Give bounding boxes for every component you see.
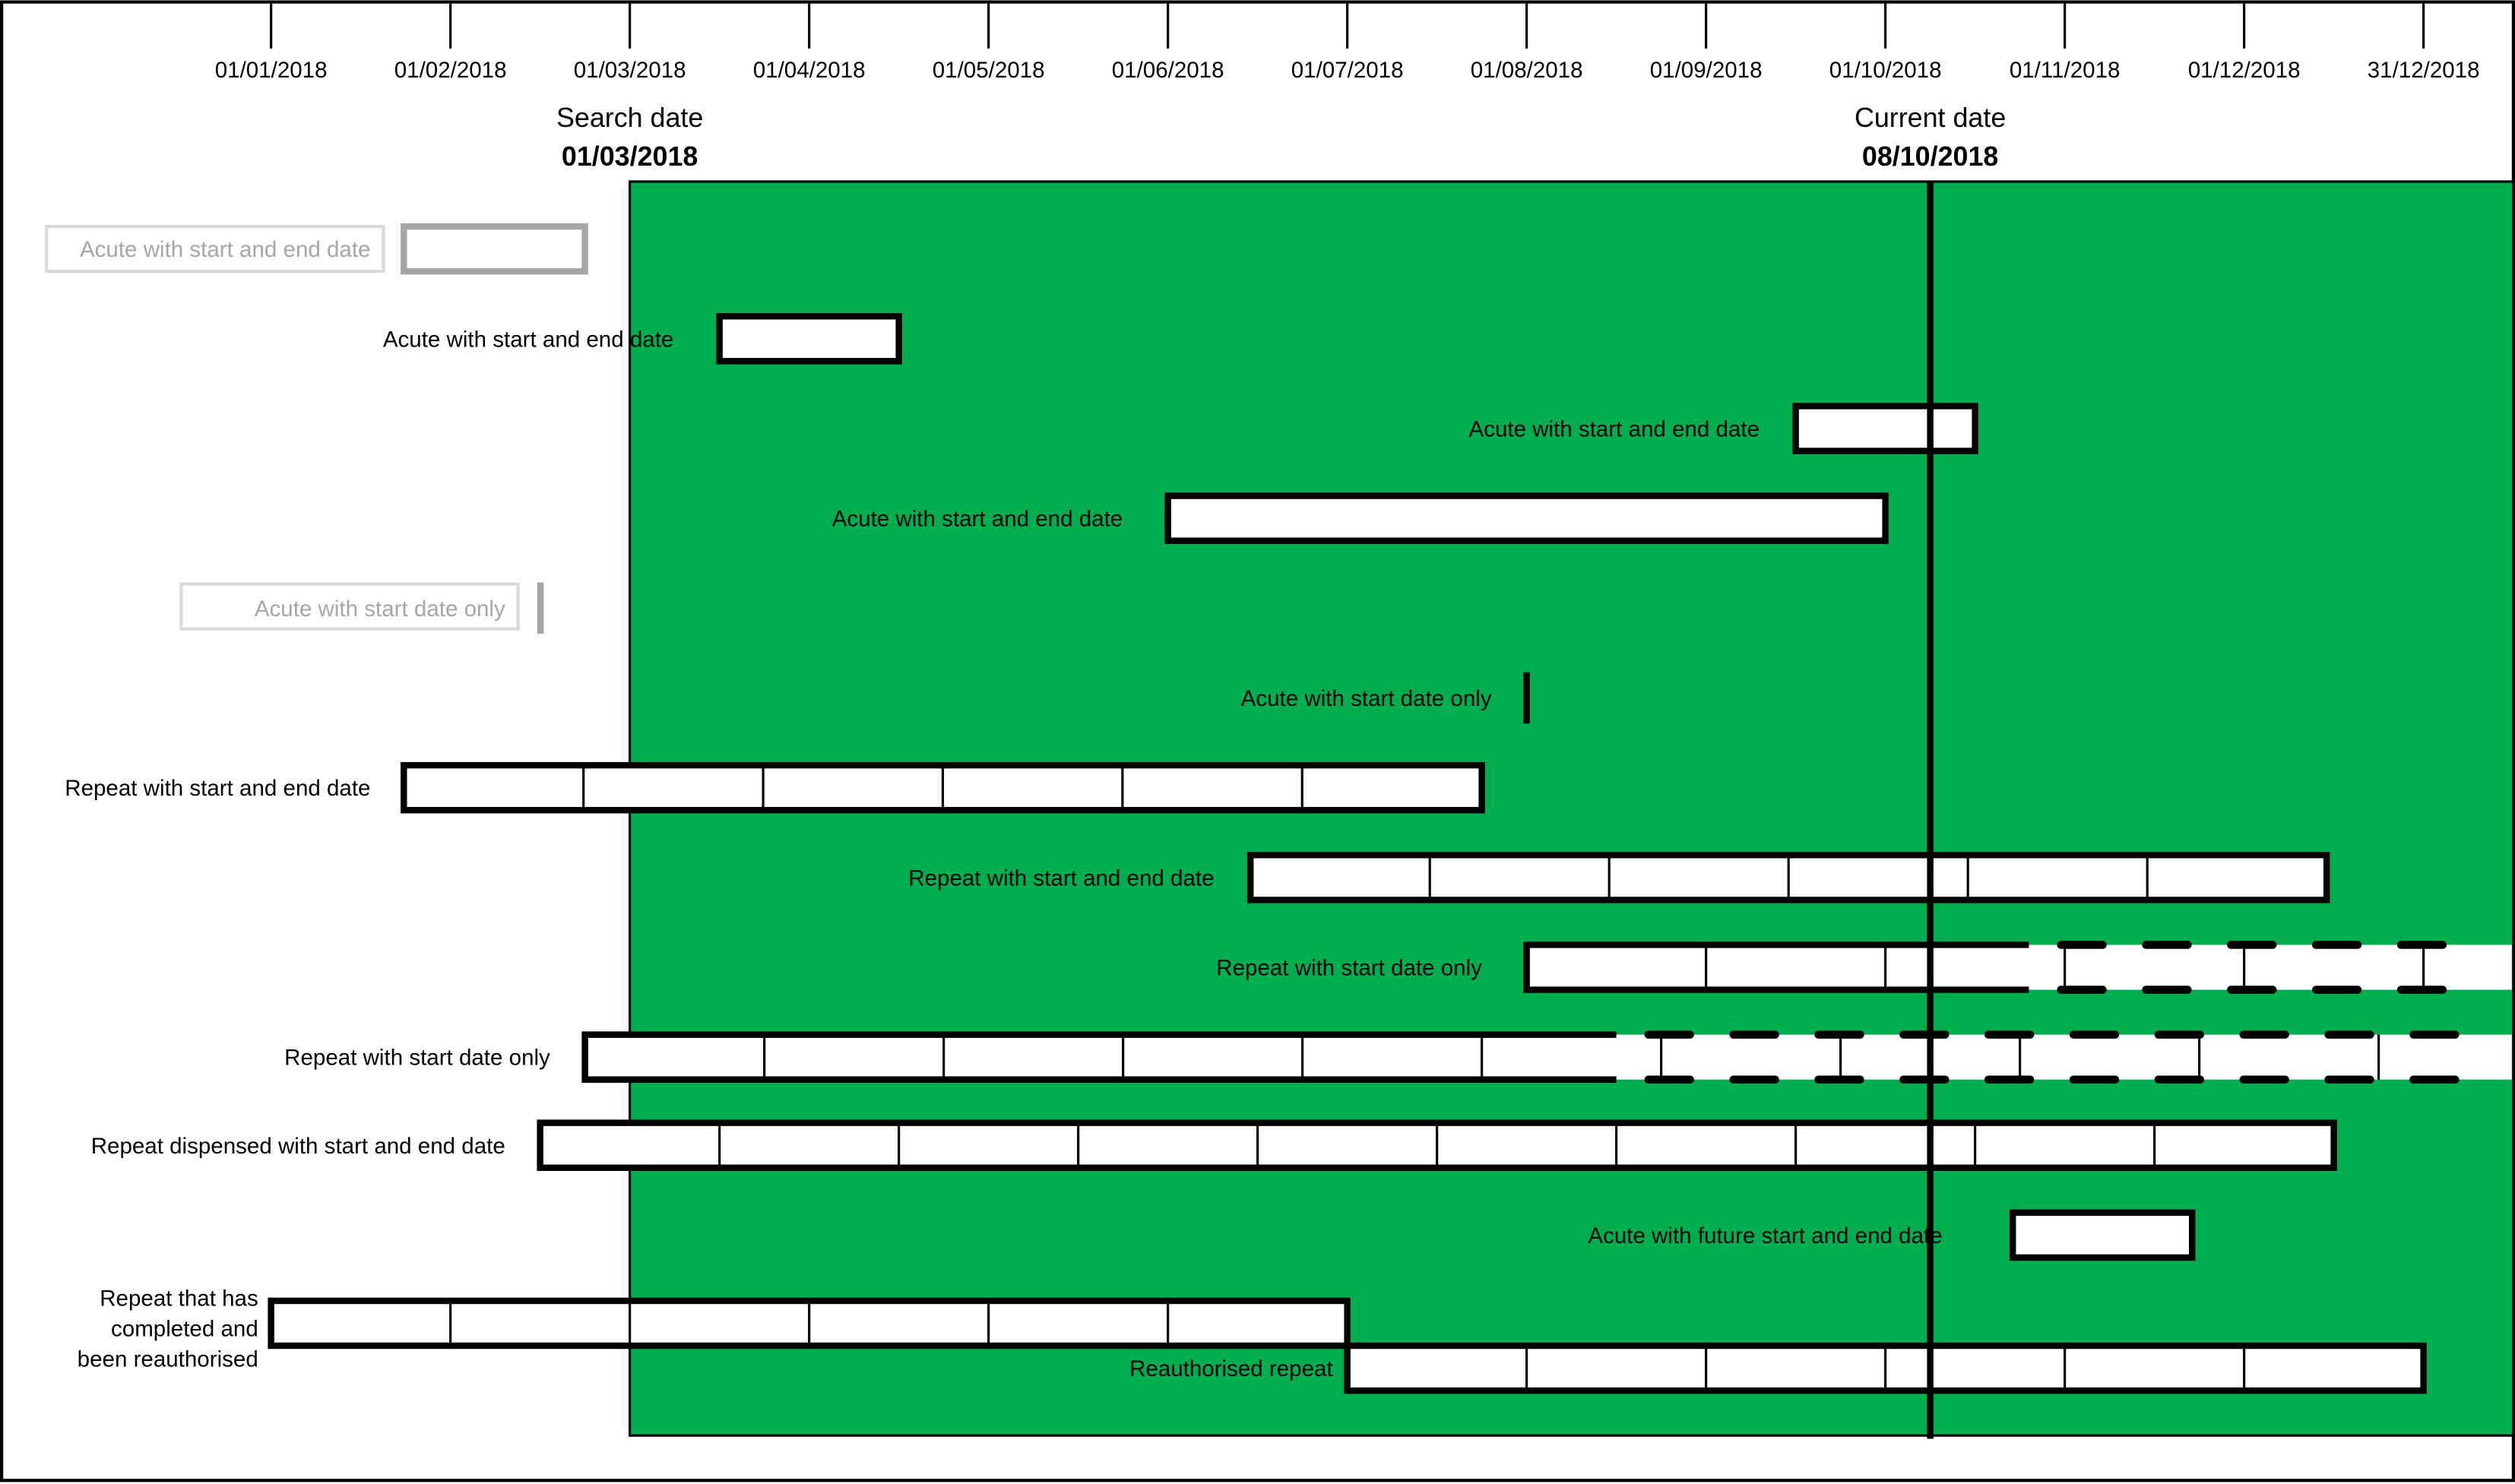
timeline-row: Acute with start date only bbox=[1241, 672, 1530, 724]
timeline-row: Repeat with start date only bbox=[284, 1030, 2512, 1084]
timeline-row: Repeat dispensed with start and end date bbox=[91, 1119, 2337, 1172]
row-label: Acute with start and end date bbox=[383, 327, 674, 352]
timeline-row: Acute with future start and end date bbox=[1588, 1209, 2196, 1261]
bar-solid-outline bbox=[581, 1031, 1617, 1083]
search-date-value: 01/03/2018 bbox=[562, 141, 698, 172]
axis-tick-label: 01/02/2018 bbox=[394, 58, 507, 83]
axis-tick-label: 01/07/2018 bbox=[1291, 58, 1404, 83]
medication-bar bbox=[2009, 1209, 2196, 1261]
bar-solid-outline bbox=[1523, 941, 2029, 993]
bar-fill bbox=[584, 1034, 2512, 1080]
bar-dashed-outline bbox=[1644, 1030, 2476, 1084]
legend-label: Acute with start date only bbox=[255, 596, 505, 622]
row-label: Acute with start and end date bbox=[832, 507, 1123, 532]
bar-dashed-outline bbox=[2057, 941, 2476, 994]
timeline-row: Repeat with start and end date bbox=[908, 852, 2330, 903]
axis-tick-label: 01/08/2018 bbox=[1471, 58, 1583, 83]
axis-tick-label: 01/09/2018 bbox=[1650, 58, 1763, 83]
legend-label: Acute with start and end date bbox=[80, 237, 371, 262]
row-label: Acute with future start and end date bbox=[1588, 1223, 1942, 1248]
current-date-value: 08/10/2018 bbox=[1862, 141, 1998, 172]
timeline-row: Repeat that has completed and been reautho… bbox=[78, 1286, 1351, 1372]
row-label: Repeat that has bbox=[100, 1286, 258, 1311]
row-label: Reauthorised repeat bbox=[1129, 1356, 1333, 1381]
row-label: Repeat with start date only bbox=[284, 1046, 550, 1071]
current-date-title: Current date bbox=[1855, 103, 2006, 133]
row-label: Repeat with start and end date bbox=[908, 865, 1214, 891]
search-date-title: Search date bbox=[556, 103, 703, 133]
legend-label-box bbox=[45, 224, 385, 274]
axis-tick-label: 01/03/2018 bbox=[574, 58, 686, 83]
row-label: Acute with start and end date bbox=[1469, 416, 1760, 441]
axis-tick-label: 01/06/2018 bbox=[1112, 58, 1224, 83]
legend-acute-bar bbox=[401, 223, 588, 275]
bar-fill bbox=[1526, 945, 2512, 990]
axis-tick-label: 01/10/2018 bbox=[1829, 58, 1942, 83]
row-label: Acute with start date only bbox=[1241, 686, 1492, 711]
legend-label-box bbox=[179, 582, 520, 631]
axis-tick-label: 01/11/2018 bbox=[2010, 58, 2121, 83]
row-label: completed and bbox=[111, 1316, 258, 1341]
timeline-row: Repeat with start date only bbox=[1216, 941, 2512, 994]
timeline-row: Acute with start and end date bbox=[1469, 403, 1978, 454]
row-label: been reauthorised bbox=[78, 1346, 258, 1372]
axis-tick-label: 31/12/2018 bbox=[2368, 58, 2480, 83]
timeline-row: Acute with start and end date bbox=[832, 492, 1889, 544]
axis-tick-label: 01/04/2018 bbox=[753, 58, 866, 83]
row-label: Repeat with start date only bbox=[1216, 956, 1482, 981]
timeline-row: Reauthorised repeat bbox=[1129, 1342, 2427, 1394]
medication-bar bbox=[716, 312, 902, 365]
axis-tick-label: 01/12/2018 bbox=[2188, 58, 2301, 83]
timeline-row: Acute with start and end date bbox=[383, 312, 902, 365]
medication-bar bbox=[1164, 492, 1889, 544]
axis-tick-label: 01/01/2018 bbox=[215, 58, 328, 83]
medication-bar bbox=[1792, 403, 1978, 454]
axis-tick-label: 01/05/2018 bbox=[933, 58, 1045, 83]
timeline-row: Repeat with start and end date bbox=[65, 761, 1485, 814]
row-label: Repeat dispensed with start and end date bbox=[91, 1134, 505, 1159]
row-label: Repeat with start and end date bbox=[65, 776, 370, 801]
